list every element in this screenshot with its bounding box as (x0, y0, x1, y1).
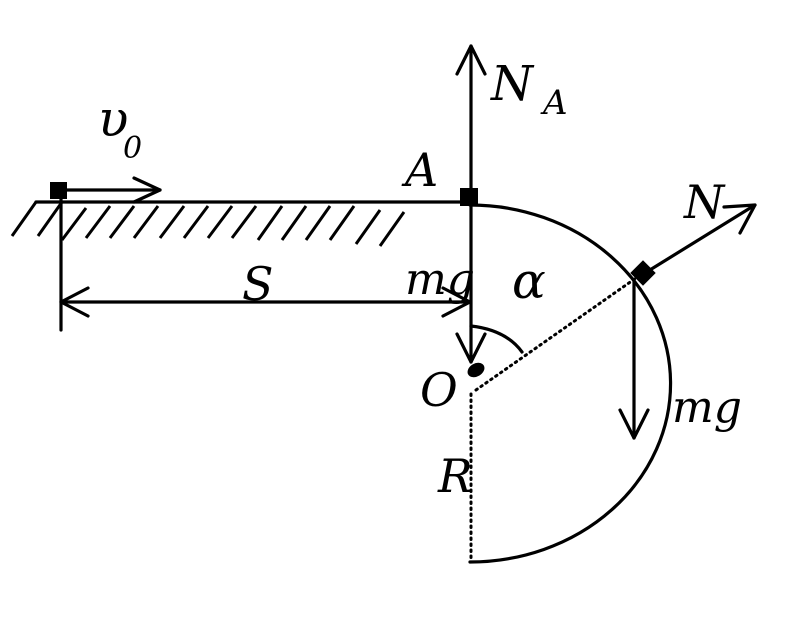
label-n: N (683, 175, 726, 229)
gravity-arrow-at-a (455, 200, 487, 364)
label-v0-subscript: 0 (123, 131, 142, 166)
normal-force-a-arrow (455, 44, 487, 198)
initial-block (50, 182, 67, 199)
normal-force-arrow (643, 203, 757, 275)
label-na: N (490, 56, 535, 112)
label-a: A (401, 143, 438, 197)
semicircle-track (468, 203, 673, 564)
gravity-arrow-on-track (618, 278, 650, 440)
block-at-a (460, 188, 478, 206)
label-v0: υ (98, 90, 128, 148)
label-alpha: α (512, 252, 546, 310)
block-on-track (630, 260, 656, 286)
label-o: O (420, 363, 458, 417)
center-point (467, 362, 485, 378)
angle-arc (469, 324, 524, 354)
label-s: S (242, 257, 274, 311)
radius-dotted-slant (474, 276, 638, 392)
ground-surface (10, 200, 472, 247)
label-mg-at-a: mg (405, 254, 475, 305)
label-r: R (437, 449, 473, 503)
velocity-arrow (64, 176, 162, 204)
ground-hatching (10, 201, 406, 247)
label-mg-on-track: mg (672, 382, 742, 433)
label-na-subscript: A (540, 83, 568, 123)
